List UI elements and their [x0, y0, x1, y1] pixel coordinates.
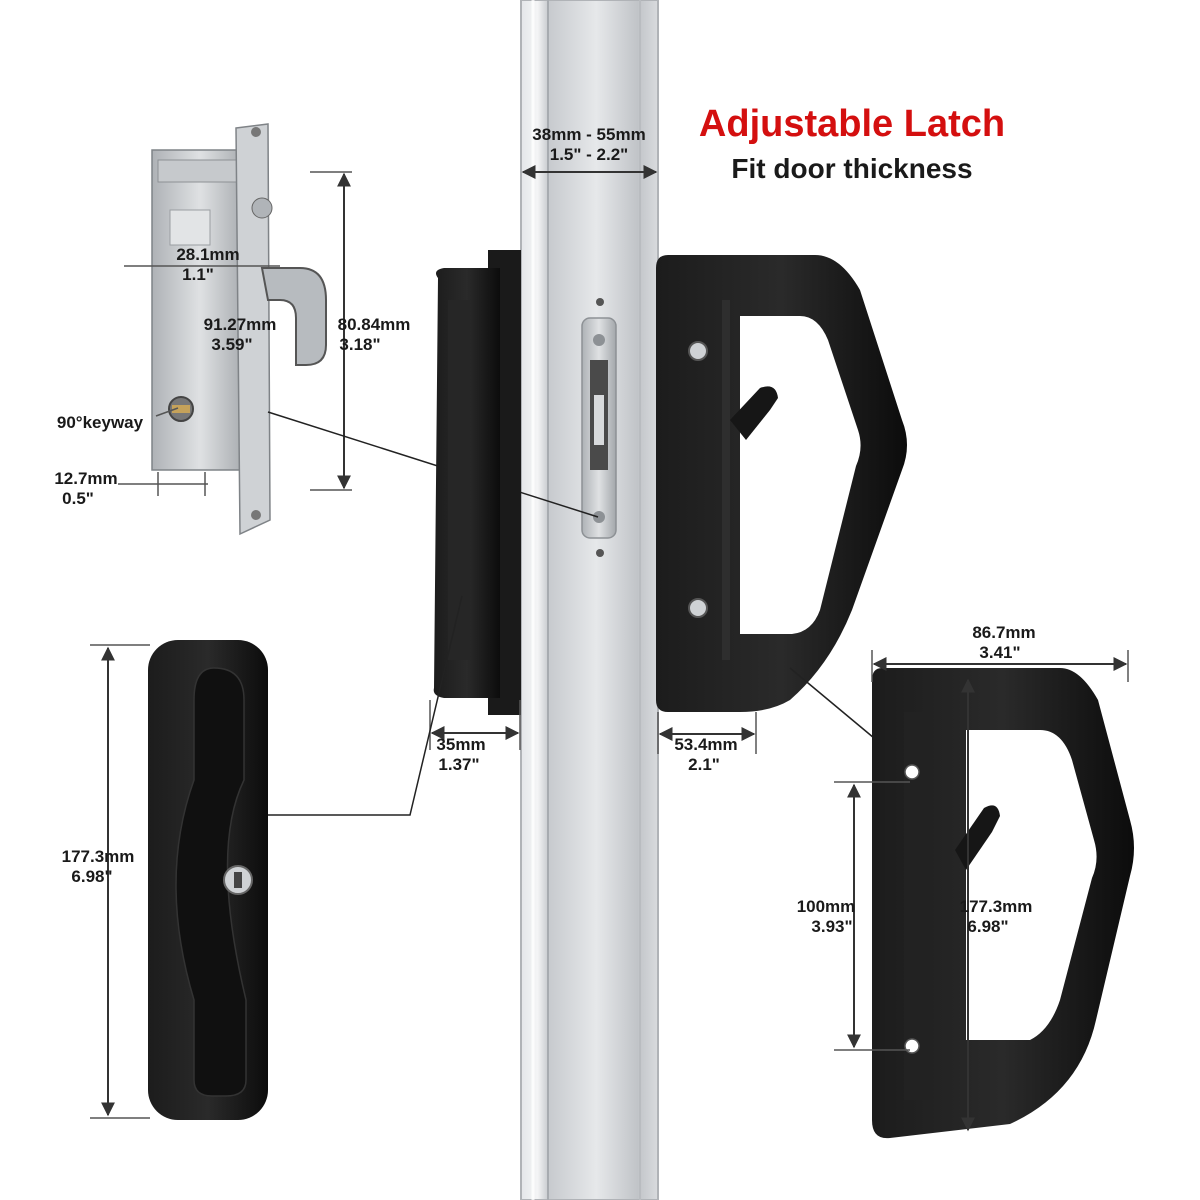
inside-pull-thumb-latch — [175, 667, 247, 1097]
mounting-hole-icon — [904, 1038, 920, 1054]
diagram-subtitle: Fit door thickness — [731, 153, 972, 184]
outside-projection-mm: 53.4mm — [674, 735, 737, 754]
latch-hook — [260, 267, 327, 366]
backset-mm: 12.7mm — [54, 469, 117, 488]
outside-thumb-lever — [730, 386, 778, 440]
outside-height-mm: 177.3mm — [960, 897, 1033, 916]
hook-in: 3.59" — [211, 335, 252, 354]
outside-projection-dimension: 53.4mm 2.1" — [657, 712, 757, 774]
door-thickness-dimension: 38mm - 55mm 1.5" - 2.2" — [521, 125, 658, 179]
outside-width-mm: 86.7mm — [972, 623, 1035, 642]
inside-pull-height-dimension: 177.3mm 6.98" — [62, 644, 150, 1119]
latch-height-in: 3.18" — [339, 335, 380, 354]
hole-spacing-mm: 100mm — [797, 897, 856, 916]
screw-icon — [688, 341, 708, 361]
hook-dimension: 91.27mm 3.59" — [204, 315, 277, 354]
latch-height-mm: 80.84mm — [338, 315, 411, 334]
outside-handle-leader-line — [789, 667, 887, 749]
hole-spacing-in: 3.93" — [811, 917, 852, 936]
outside-width-dimension: 86.7mm 3.41" — [871, 623, 1129, 682]
outside-height-dimension: 177.3mm 6.98" — [960, 678, 1033, 1132]
outside-handle-mounted — [656, 255, 907, 712]
inside-projection-dimension: 35mm 1.37" — [429, 700, 521, 774]
inside-pull-leader-line — [258, 595, 463, 816]
door-thickness-mm: 38mm - 55mm — [532, 125, 645, 144]
latch-faceplate — [581, 298, 617, 557]
mounting-hole-icon — [904, 764, 920, 780]
diagram-title: Adjustable Latch — [699, 103, 1005, 145]
latch-width-in: 1.1" — [182, 265, 214, 284]
outside-width-in: 3.41" — [979, 643, 1020, 662]
outside-height-in: 6.98" — [967, 917, 1008, 936]
latch-width-dimension: 28.1mm 1.1" — [124, 245, 280, 284]
inside-pull-mounted — [433, 250, 521, 715]
door-stile — [520, 0, 659, 1200]
screw-icon — [688, 598, 708, 618]
inside-pull-detail — [148, 640, 268, 1120]
latch-leader-line — [267, 411, 599, 518]
inside-pull-height-mm: 177.3mm — [62, 847, 135, 866]
keyway-label: 90°keyway — [57, 407, 179, 432]
latch-width-mm: 28.1mm — [176, 245, 239, 264]
inside-pull-height-in: 6.98" — [71, 867, 112, 886]
inside-projection-in: 1.37" — [438, 755, 479, 774]
outside-projection-in: 2.1" — [688, 755, 720, 774]
keyway-text: 90°keyway — [57, 413, 144, 432]
backset-in: 0.5" — [62, 489, 94, 508]
hook-mm: 91.27mm — [204, 315, 277, 334]
inside-projection-mm: 35mm — [436, 735, 485, 754]
backset-dimension: 12.7mm 0.5" — [54, 469, 208, 508]
door-thickness-in: 1.5" - 2.2" — [550, 145, 629, 164]
hole-spacing-dimension: 100mm 3.93" — [797, 781, 910, 1051]
mortise-latch — [151, 123, 327, 536]
